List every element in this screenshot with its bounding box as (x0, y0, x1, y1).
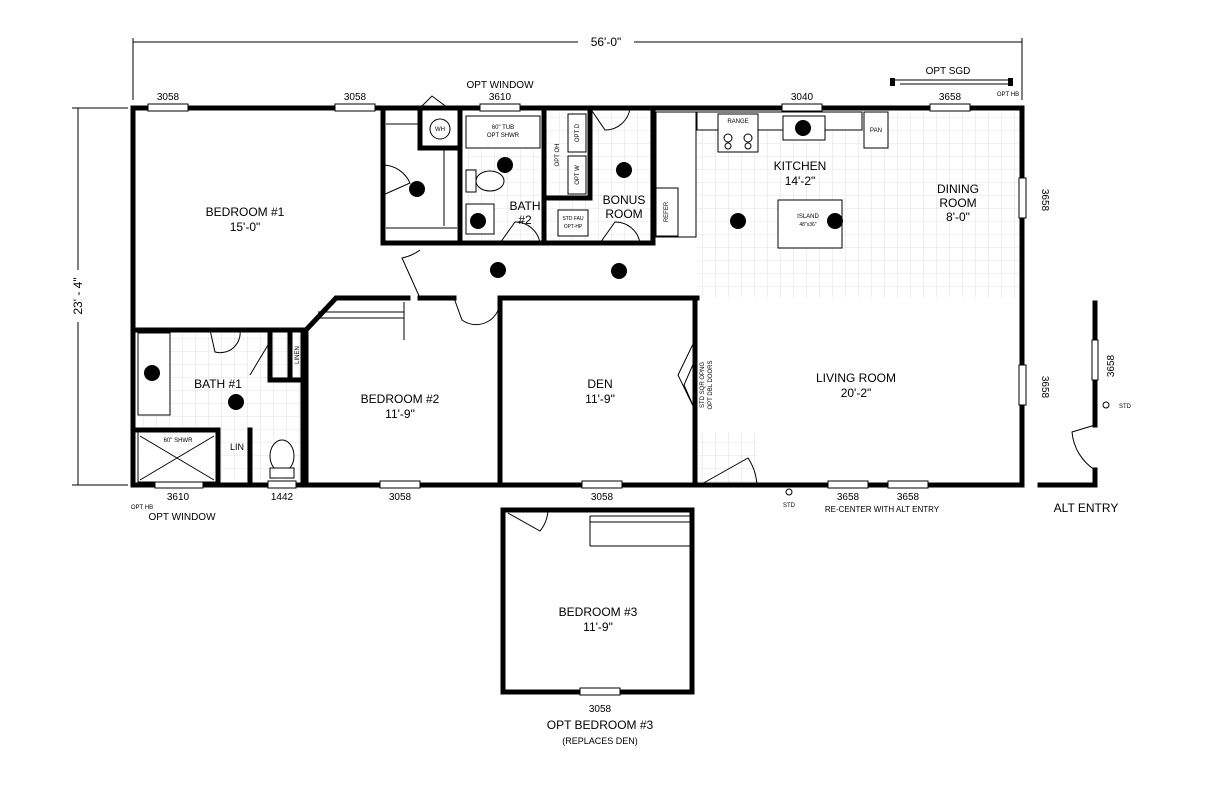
bonus-name1: BONUS (603, 193, 646, 207)
replaces-den-label: (REPLACES DEN) (562, 736, 638, 746)
window-right-1-label: 3658 (1039, 189, 1050, 212)
den-size: 11'-9" (585, 392, 615, 406)
opt-window-top-label: OPT WINDOW (466, 80, 534, 91)
entry-tile-floor (697, 432, 757, 482)
island-label: ISLAND (797, 214, 819, 220)
bath2-tub (465, 115, 541, 149)
bath1-name: BATH #1 (194, 377, 242, 391)
window-top-4-label: 3040 (791, 92, 814, 103)
bedroom3-size: 11'-9" (583, 620, 613, 634)
window-bottom-2-label: 1442 (271, 492, 294, 503)
lin-label: LIN (230, 442, 244, 452)
pantry (863, 111, 889, 149)
opt-dryer (567, 113, 587, 153)
bath2-number: #2 (518, 213, 532, 227)
living-size: 20'-2" (841, 386, 872, 400)
furnace (557, 209, 589, 237)
doors (209, 95, 758, 532)
opt-oh-label: OPT OH (555, 144, 561, 167)
pan-label: PAN (870, 128, 882, 134)
alt-window-label: 3658 (1106, 354, 1117, 377)
bedroom2-size: 11'-9" (385, 407, 415, 421)
opt-hb-top-label: OPT HB (997, 92, 1019, 98)
opt-hb-bottom-label: OPT HB (131, 505, 153, 511)
alt-entry-walls: 3658 STD ALT ENTRY (1037, 300, 1132, 515)
overall-depth-label: 23' - 4" (71, 277, 85, 314)
shwr60-label: 60" SHWR (164, 438, 193, 444)
window-bottom-4-label: 3058 (591, 492, 614, 503)
window-right-2-label: 3658 (1039, 376, 1050, 399)
alt-window (1091, 339, 1099, 381)
window-top-5-label: 3658 (939, 92, 962, 103)
std-fau-label: STD FAU (562, 216, 584, 222)
kitchen-size: 14'-2" (785, 174, 816, 188)
bath2-name: BATH (509, 199, 540, 213)
dining-name1: DINING (937, 182, 979, 196)
linen-label: LINEN (295, 346, 301, 364)
refrigerator (655, 187, 679, 237)
windows-bottom (154, 480, 929, 696)
bedroom3-walls (500, 507, 695, 695)
alt-entry-label: ALT ENTRY (1054, 501, 1119, 515)
opt-dbl-label: OPT DBL DOORS (708, 360, 714, 409)
wh-label: WH (435, 127, 445, 133)
exterior-walls (130, 105, 1025, 488)
bedroom1-size: 15'-0" (230, 220, 261, 234)
opt-sgd-label: OPT SGD (926, 66, 971, 77)
std-bottom-label: STD (783, 503, 796, 509)
opt-bedroom3-label: OPT BEDROOM #3 (547, 718, 654, 732)
overall-width-label: 56'-0" (591, 35, 622, 49)
kitchen-name: KITCHEN (774, 159, 827, 173)
overall-width-dimension: 56'-0" (132, 34, 1023, 100)
bath2-toilet (475, 170, 505, 192)
std-sqr-label: STD SQR OPNG (700, 362, 706, 408)
opt-washer (567, 155, 587, 195)
bedroom1-name: BEDROOM #1 (206, 205, 285, 219)
refer-label: REFER (664, 201, 670, 222)
window-top-3-label: 3610 (489, 92, 512, 103)
window-top-1-label: 3058 (157, 92, 180, 103)
window-bottom-5-label: 3658 (837, 492, 860, 503)
opt-w-label: OPT W (575, 165, 581, 185)
living-name: LIVING ROOM (816, 371, 896, 385)
den-name: DEN (587, 377, 612, 391)
alt-std-label: STD (1119, 404, 1132, 410)
window-bottom-1-label: 3610 (167, 492, 190, 503)
window-bottom-6-label: 3658 (897, 492, 920, 503)
opt-d-label: OPT D (575, 123, 581, 142)
window-right-2 (1018, 364, 1027, 406)
bedroom3-name: BEDROOM #3 (559, 605, 638, 619)
window-top-2-label: 3058 (344, 92, 367, 103)
dining-name2: ROOM (939, 196, 976, 210)
interior-walls (130, 105, 700, 488)
opt-window-bottom-label: OPT WINDOW (148, 512, 216, 523)
bedroom2-name: BEDROOM #2 (361, 392, 440, 406)
window-bottom-3-label: 3058 (389, 492, 412, 503)
water-heater (429, 118, 451, 140)
opt-shwr-label: OPT SHWR (487, 133, 520, 139)
island-size-label: 48"x36" (799, 222, 816, 228)
bath1-toilet (269, 439, 295, 473)
opt-hp-label: OPT-HP (564, 224, 583, 230)
overall-depth-dimension: 23' - 4" (66, 107, 128, 486)
window-bed3-label: 3058 (589, 704, 612, 715)
bonus-name2: ROOM (605, 207, 642, 221)
dining-size: 8'-0" (946, 210, 970, 224)
recenter-label: RE-CENTER WITH ALT ENTRY (825, 505, 940, 514)
windows-top (147, 78, 1013, 112)
range-label: RANGE (727, 119, 748, 125)
window-right-1 (1018, 177, 1027, 219)
tub-label: 60" TUB (492, 125, 514, 131)
light-fixtures (144, 120, 843, 410)
